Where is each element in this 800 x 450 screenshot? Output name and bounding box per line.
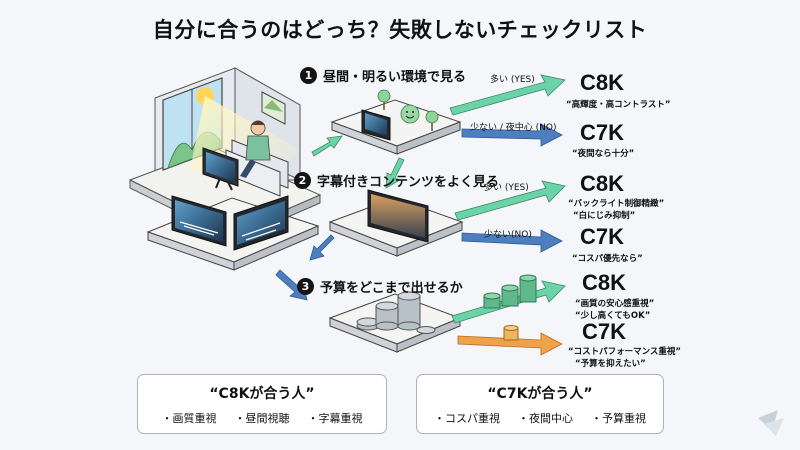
yes-arrow [454,180,566,221]
panel-items: 画質重視 昼間視聴 字幕重視 [138,410,386,426]
low-budget-arrow [457,332,563,356]
step-number-badge: 3 [297,278,314,295]
tree-icon [377,89,391,110]
smile-face-icon [400,104,420,124]
branch-label-yes: 多い (YES) [484,183,529,193]
model-note: “バックライト制御精緻” [568,199,665,209]
coin-stack-icon [483,274,537,309]
tree-icon [425,110,439,131]
step-2-question: 2 字幕付きコンテンツをよく見る [294,171,499,190]
panel-items: コスパ重視 夜間中心 予算重視 [417,410,663,426]
flow-arrow [385,157,405,189]
panel-item: 予算重視 [591,410,646,426]
logo-mark-icon [758,410,784,436]
viewer-icon [225,120,289,197]
summary-panel-c8k: “C8Kが合う人” 画質重視 昼間視聴 字幕重視 [137,374,387,434]
step-1-question: 1 昼間・明るい環境で見る [300,66,466,85]
model-note: “コスパ優先なら” [572,254,643,264]
step-3-question: 3 予算をどこまで出せるか [297,277,463,296]
model-note: “予算を抑えたい” [575,359,646,369]
model-result: C8K [582,270,627,295]
tv-icon [367,189,429,243]
panel-title: “C8Kが合う人” [209,386,315,402]
tv-icon [202,147,239,191]
step-label: 字幕付きコンテンツをよく見る [317,175,500,190]
model-note: “夜間なら十分” [572,149,635,159]
branch-label-no: 少ない(NO) [484,230,532,240]
flow-arrow [309,234,335,261]
branch-label-yes: 多い (YES) [490,75,535,85]
summary-panel-c7k: “C7Kが合う人” コスパ重視 夜間中心 予算重視 [416,374,664,434]
model-result: C8K [580,70,625,95]
model-result: C7K [580,120,625,145]
coin-stack-icon [503,325,519,341]
no-arrow [461,229,563,253]
coin-stack-icon [356,291,436,334]
panel-item: 昼間視聴 [235,410,290,426]
tv-icon [233,195,289,251]
platform-3 [328,291,462,353]
model-result: C8K [580,171,625,196]
yes-arrow [449,74,566,116]
subtitle-tv-scene [146,195,320,271]
no-arrow [461,123,563,147]
model-note: “少し高くてもOK” [575,311,651,321]
step-number-badge: 1 [300,67,317,84]
step-number-badge: 2 [294,172,311,189]
model-result: C7K [580,224,625,249]
step-label: 昼間・明るい環境で見る [323,70,467,85]
page-title: 自分に合うのはどっち？失敗しないチェックリスト [152,18,648,42]
flow-arrow [311,135,343,157]
model-note: “高輝度・高コントラスト” [566,100,671,110]
panel-item: 字幕重視 [308,410,363,426]
panel-title: “C7Kが合う人” [487,386,593,402]
step-label: 予算をどこまで出せるか [320,281,463,296]
model-note: “白にじみ抑制” [573,211,636,221]
model-note: “画質の安心感重視” [575,299,655,309]
panel-item: 画質重視 [162,410,217,426]
panel-item: コスパ重視 [434,410,500,426]
panel-item: 夜間中心 [518,410,573,426]
platform-2 [328,189,464,257]
branch-label-no: 少ない / 夜中心 (NO) [470,123,557,133]
model-note: “コストパフォーマンス重視” [568,347,682,357]
platform-1 [330,89,462,155]
model-result: C7K [582,319,627,344]
tv-icon [171,195,227,247]
